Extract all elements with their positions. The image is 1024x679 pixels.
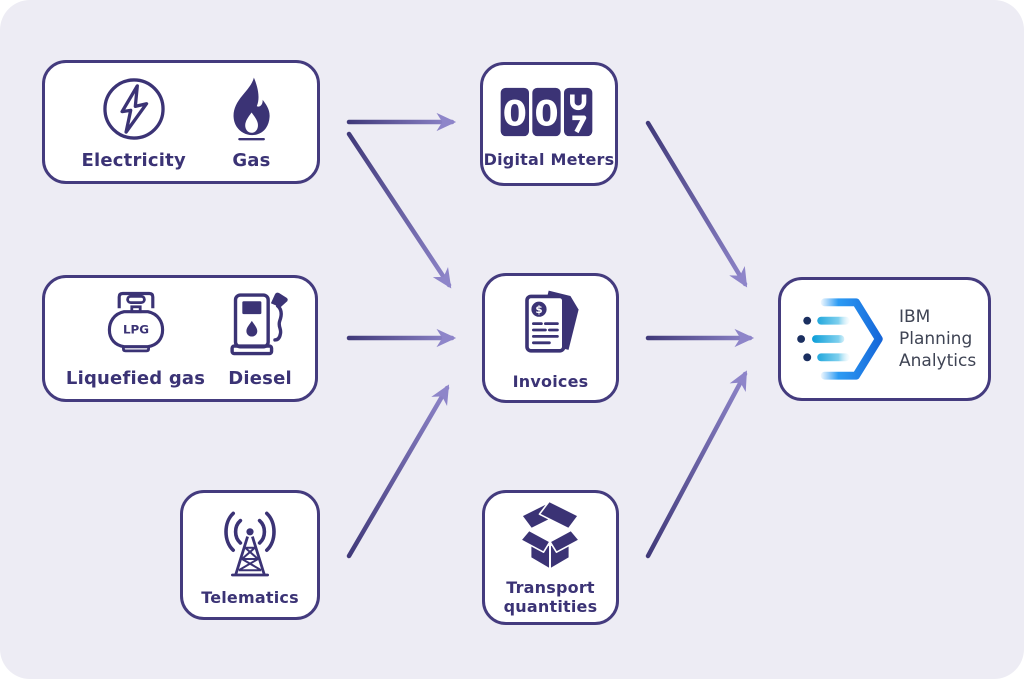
diesel-item: Diesel bbox=[226, 287, 294, 390]
lpg-item: LPG Liquefied gas bbox=[66, 287, 205, 390]
node-digital-meters: 0 0 Digital Meters bbox=[480, 62, 618, 186]
svg-text:0: 0 bbox=[534, 94, 558, 134]
flow-arrow-energy-to-invoices bbox=[346, 131, 452, 289]
electricity-label: Electricity bbox=[81, 149, 186, 171]
flow-arrow-telematics-to-invoices bbox=[346, 384, 450, 559]
telematics-item: Telematics bbox=[201, 503, 299, 607]
invoice-document-icon: $ bbox=[511, 285, 591, 367]
gas-label: Gas bbox=[232, 149, 271, 171]
invoices-label: Invoices bbox=[512, 371, 589, 391]
node-ibm-planning-analytics: IBM Planning Analytics bbox=[778, 277, 991, 401]
gas-item: Gas bbox=[222, 73, 280, 172]
svg-text:0: 0 bbox=[503, 94, 527, 134]
electricity-icon bbox=[101, 73, 167, 145]
transport-label: Transport quantities bbox=[503, 578, 598, 616]
node-telematics: Telematics bbox=[180, 490, 320, 620]
node-lpg-diesel: LPG Liquefied gas Diesel bbox=[42, 275, 318, 402]
flow-arrow-transport-to-ibm bbox=[645, 370, 748, 559]
digital-meters-item: 0 0 Digital Meters bbox=[484, 79, 615, 169]
diesel-pump-icon bbox=[226, 287, 294, 363]
flow-arrow-digital_meters-to-ibm bbox=[645, 120, 748, 288]
svg-text:$: $ bbox=[535, 304, 542, 316]
lpg-label: Liquefied gas bbox=[65, 368, 206, 390]
ibm-product-name: IBM Planning Analytics bbox=[899, 306, 977, 372]
svg-text:LPG: LPG bbox=[123, 323, 149, 337]
lpg-tank-icon: LPG bbox=[101, 287, 171, 363]
diesel-label: Diesel bbox=[228, 368, 292, 390]
radio-tower-icon bbox=[209, 503, 291, 583]
node-electricity-gas: Electricity Gas bbox=[42, 60, 320, 184]
meter-counter-icon: 0 0 bbox=[499, 79, 599, 145]
ibm-planning-analytics-logo-icon bbox=[795, 287, 891, 391]
telematics-label: Telematics bbox=[201, 587, 299, 607]
node-invoices: $ Invoices bbox=[482, 273, 619, 403]
invoices-item: $ Invoices bbox=[511, 285, 591, 391]
transport-item: Transport quantities bbox=[504, 499, 598, 616]
electricity-item: Electricity bbox=[82, 73, 186, 172]
open-box-icon bbox=[508, 499, 592, 573]
gas-flame-icon bbox=[222, 73, 280, 145]
digital-meters-label: Digital Meters bbox=[483, 149, 615, 169]
node-transport-quantities: Transport quantities bbox=[482, 490, 619, 625]
